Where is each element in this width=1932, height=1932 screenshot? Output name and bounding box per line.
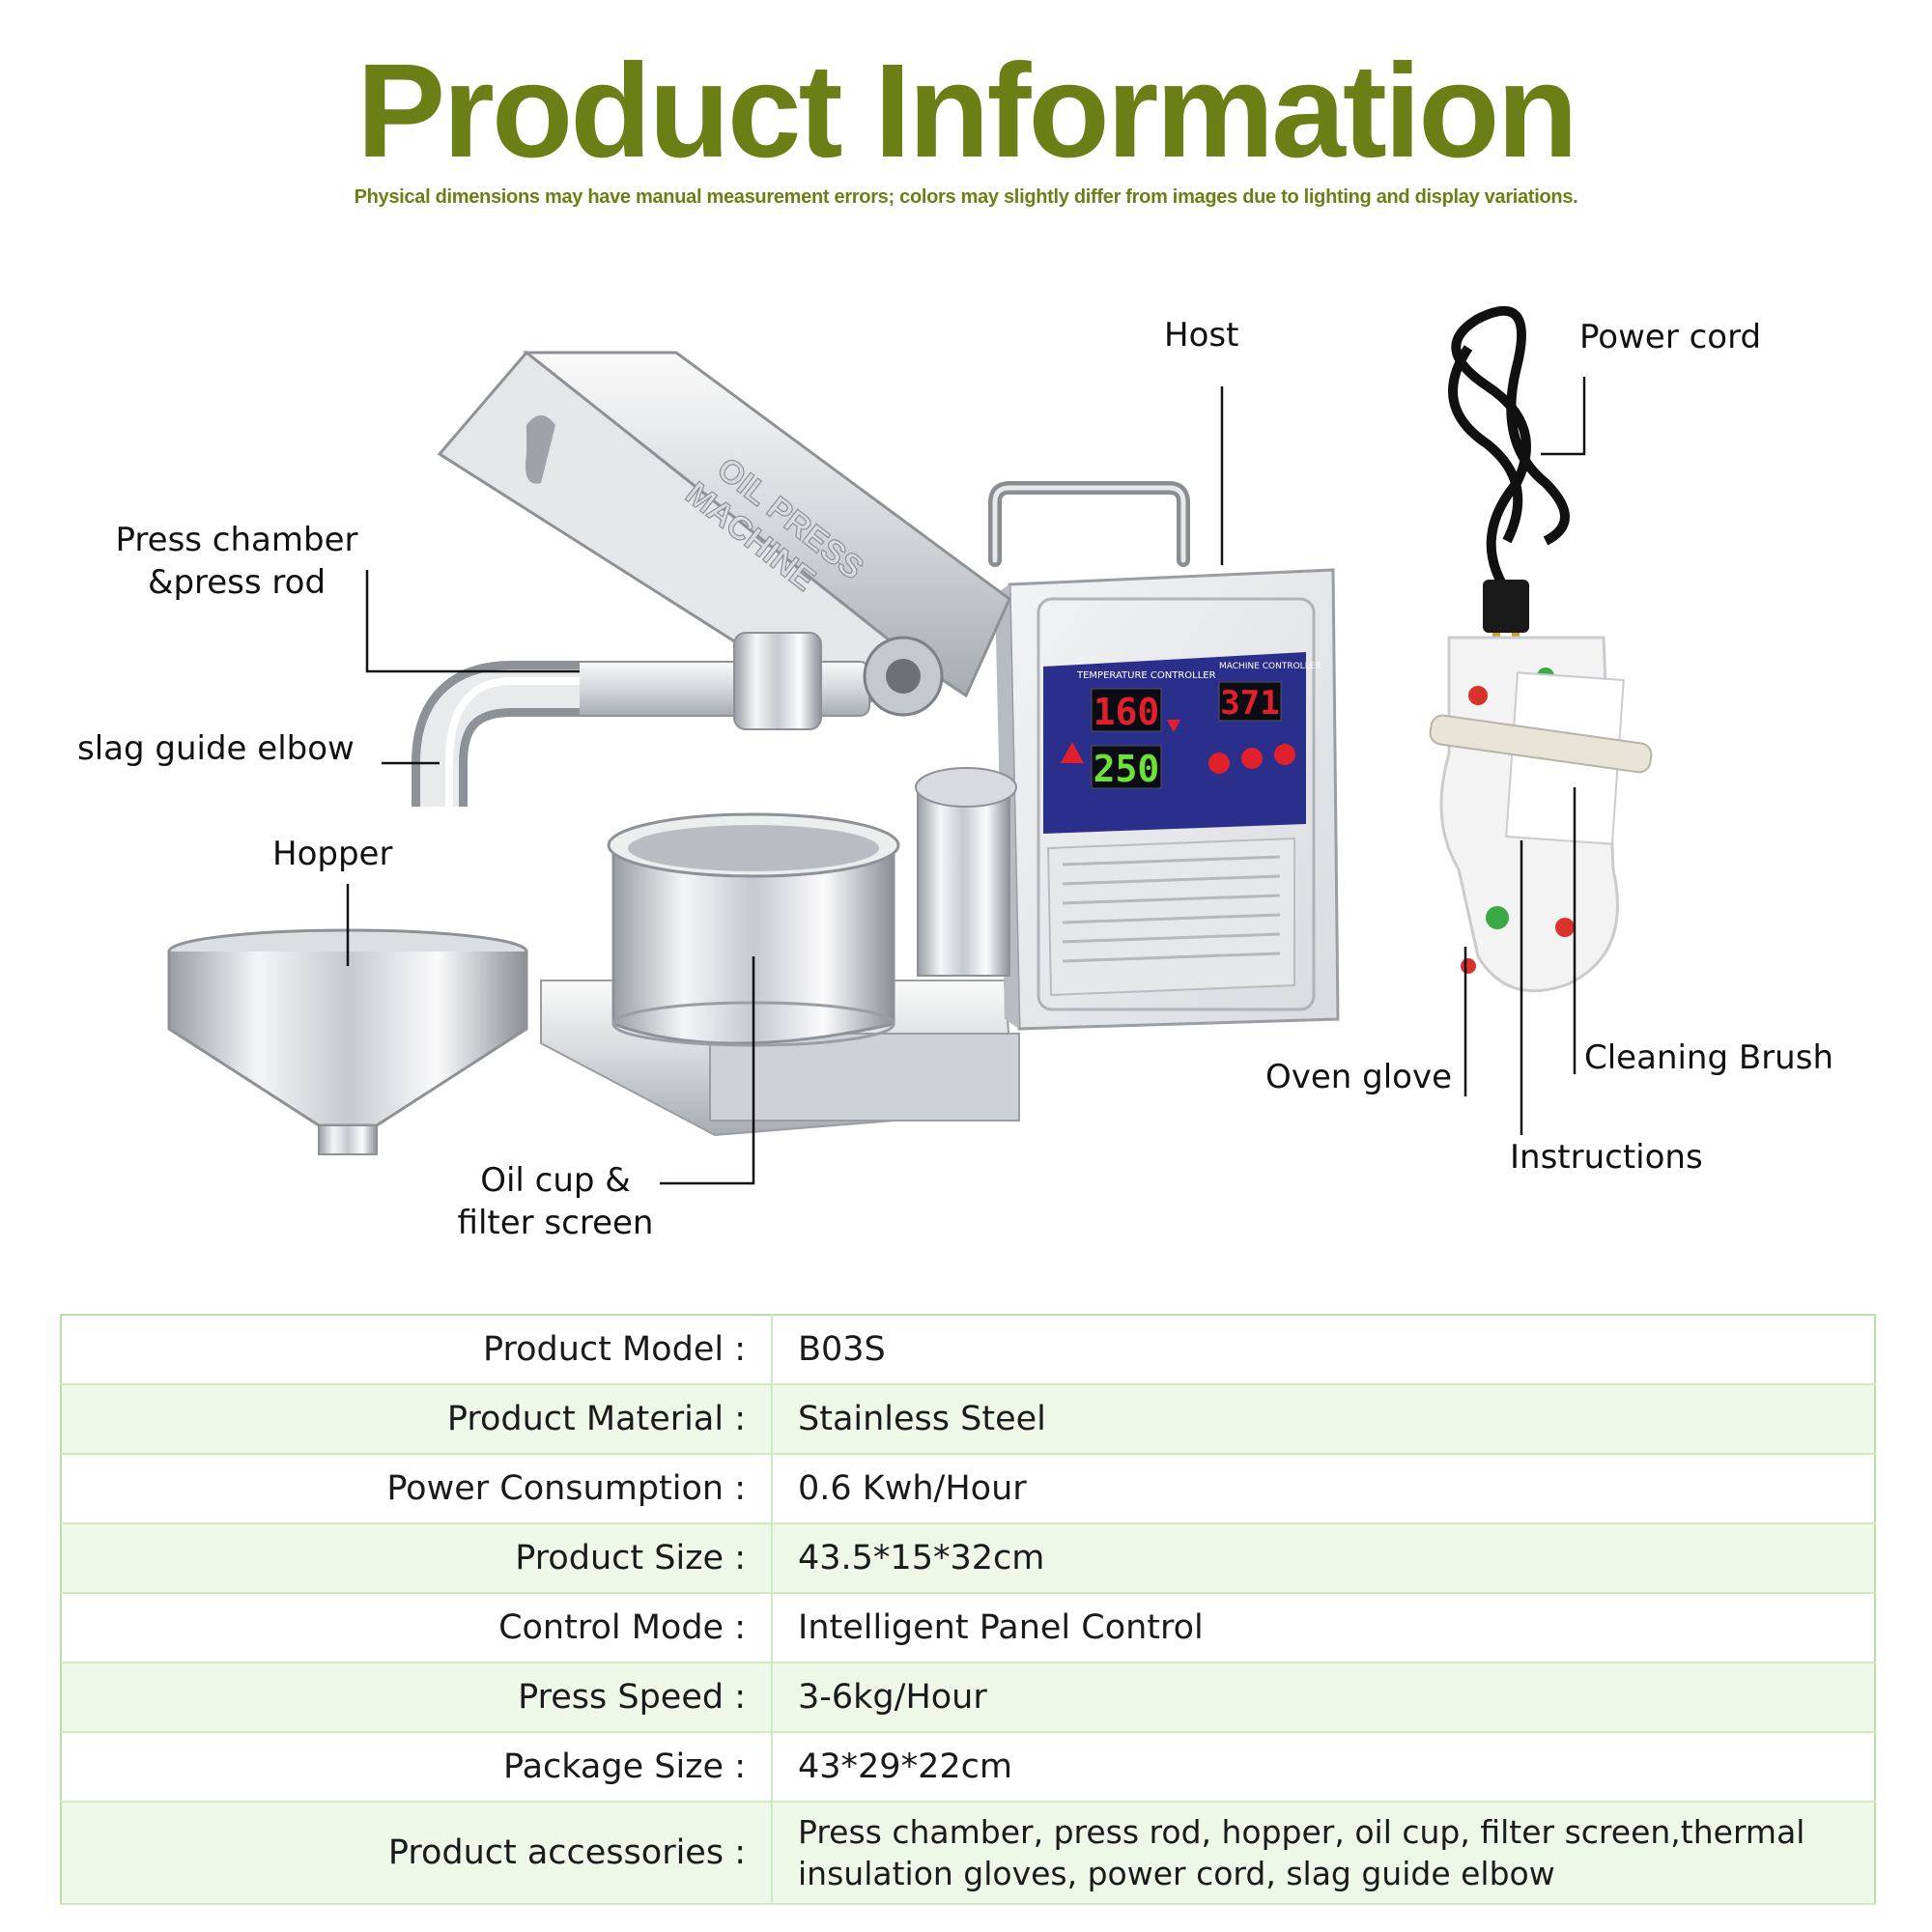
- press-chamber-leader: [365, 570, 580, 673]
- callout-hopper: Hopper: [272, 835, 393, 873]
- table-row: Power Consumption : 0.6 Kwh/Hour: [61, 1454, 1875, 1524]
- spec-value-line1: Press chamber, press rod, hopper, oil cu…: [798, 1813, 1805, 1851]
- page-title: Product Information: [356, 37, 1578, 185]
- panel-left-title: TEMPERATURE CONTROLLER: [1076, 670, 1216, 681]
- spec-value: 3-6kg/Hour: [772, 1662, 1875, 1733]
- callout-press-chamber-line1: Press chamber: [115, 521, 358, 559]
- top-cover: OIL PRESS MACHINE: [437, 350, 1011, 717]
- spec-key: Product Model :: [61, 1315, 773, 1385]
- spec-value: Press chamber, press rod, hopper, oil cu…: [772, 1802, 1875, 1905]
- callout-oil-cup-line2: filter screen: [457, 1204, 654, 1242]
- table-row: Product Material : Stainless Steel: [61, 1384, 1875, 1455]
- spec-key: Product accessories :: [61, 1802, 773, 1905]
- callout-oil-cup: Oil cup & filter screen: [440, 1159, 671, 1244]
- oil-cup-leader: [660, 956, 755, 1185]
- count-display: 371: [1220, 684, 1279, 723]
- reversal-button-icon: [1274, 744, 1295, 765]
- setting-temp-display: 250: [1094, 748, 1160, 790]
- callout-power-cord: Power cord: [1579, 318, 1762, 356]
- table-row: Product Size : 43.5*15*32cm: [61, 1523, 1875, 1594]
- product-illustration: TEMPERATURE CONTROLLER MACHINE CONTROLLE…: [167, 305, 1653, 1185]
- spec-table: Product Model : B03S Product Material : …: [60, 1314, 1876, 1905]
- callout-oven-glove: Oven glove: [1265, 1058, 1453, 1096]
- spec-key: Press Speed :: [61, 1662, 773, 1733]
- rear-oil-cup: [915, 767, 1017, 977]
- callout-slag-guide-elbow: slag guide elbow: [77, 729, 355, 768]
- power-cord-leader: [1541, 377, 1586, 456]
- spec-key: Control Mode :: [61, 1593, 773, 1663]
- callout-lines: [346, 377, 1586, 1185]
- press-chamber: [569, 632, 944, 730]
- spec-key: Product Size :: [61, 1523, 773, 1594]
- callout-host: Host: [1164, 316, 1239, 355]
- raise-arrow-icon: [1061, 742, 1084, 763]
- instruction-plate: [1046, 837, 1295, 997]
- table-row: Product Model : B03S: [61, 1315, 1875, 1385]
- spec-value-line2: insulation gloves, power cord, slag guid…: [798, 1855, 1555, 1892]
- callout-press-chamber-line2: &press rod: [147, 563, 327, 602]
- spec-value: 43*29*22cm: [772, 1732, 1875, 1803]
- callout-oil-cup-line1: Oil cup &: [480, 1161, 631, 1200]
- spec-key: Package Size :: [61, 1732, 773, 1803]
- callout-press-chamber: Press chamber &press rod: [97, 519, 377, 604]
- slag-guide-elbow: [412, 661, 580, 807]
- lower-arrow-icon: [1167, 720, 1180, 732]
- callout-instructions: Instructions: [1510, 1138, 1703, 1177]
- front-oil-cup: [607, 812, 900, 1047]
- spec-key: Power Consumption :: [61, 1454, 773, 1524]
- table-row: Package Size : 43*29*22cm: [61, 1732, 1875, 1803]
- table-row: Product accessories : Press chamber, pre…: [61, 1802, 1875, 1905]
- table-row: Control Mode : Intelligent Panel Control: [61, 1593, 1875, 1663]
- control-panel: TEMPERATURE CONTROLLER MACHINE CONTROLLE…: [1043, 652, 1321, 834]
- current-temp-display: 160: [1094, 691, 1160, 733]
- spec-key: Product Material :: [61, 1384, 773, 1455]
- power-button-icon: [1208, 753, 1230, 774]
- spec-value: Stainless Steel: [772, 1384, 1875, 1455]
- disclaimer-note: Physical dimensions may have manual meas…: [354, 186, 1578, 208]
- power-cord: [1448, 305, 1570, 652]
- press-button-icon: [1241, 748, 1263, 769]
- panel-right-title: MACHINE CONTROLLER: [1219, 662, 1321, 671]
- oven-glove-pack: [1429, 636, 1653, 993]
- table-row: Press Speed : 3-6kg/Hour: [61, 1662, 1875, 1733]
- callout-cleaning-brush: Cleaning Brush: [1584, 1038, 1833, 1077]
- spec-value: B03S: [772, 1315, 1875, 1385]
- spec-value: 0.6 Kwh/Hour: [772, 1454, 1875, 1524]
- spec-value: Intelligent Panel Control: [772, 1593, 1875, 1663]
- spec-value: 43.5*15*32cm: [772, 1523, 1875, 1594]
